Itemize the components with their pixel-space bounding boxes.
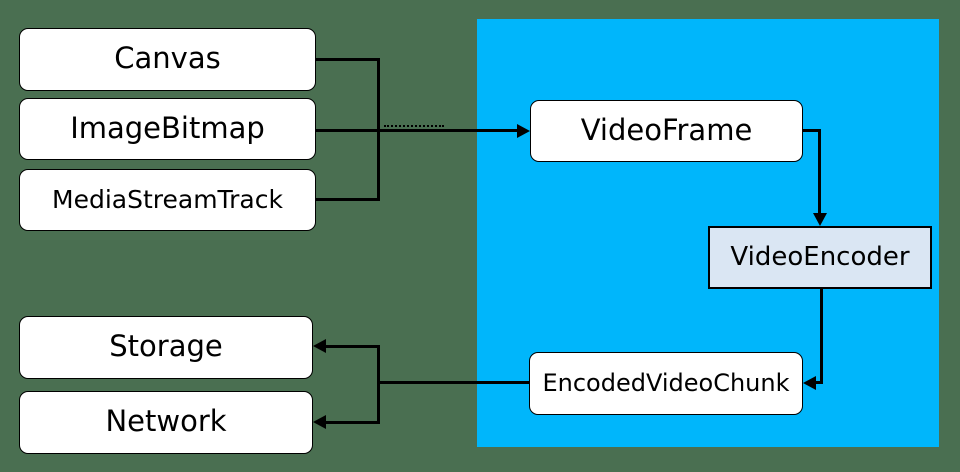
videoframe-node-label: VideoFrame: [580, 112, 753, 147]
arrowhead-into-network: [313, 415, 326, 429]
connector-junction-to-network: [326, 421, 380, 424]
arrowhead-into-videoframe: [517, 124, 530, 138]
storage-node-label: Storage: [109, 329, 223, 363]
connector-videoframe-to-videoencoder: [818, 129, 821, 214]
network-node: Network: [19, 391, 313, 454]
connector-dotted-overlay: [384, 125, 444, 127]
connector-videoencoder-to-chunk: [815, 381, 823, 384]
canvas-node: Canvas: [19, 28, 316, 91]
connector-videoframe-out-horizontal: [802, 129, 821, 132]
arrowhead-into-videoencoder: [813, 213, 827, 226]
encodedvideochunk-node-label: EncodedVideoChunk: [542, 368, 790, 397]
canvas-node-label: Canvas: [114, 41, 221, 75]
encodedvideochunk-node: EncodedVideoChunk: [529, 352, 803, 415]
mediastreamtrack-node: MediaStreamTrack: [19, 169, 316, 231]
connector-mediastreamtrack-to-junction: [316, 198, 380, 201]
connector-junction-to-storage: [326, 345, 380, 348]
connector-canvas-to-junction: [316, 58, 380, 61]
arrowhead-into-storage: [313, 339, 326, 353]
imagebitmap-node-label: ImageBitmap: [70, 110, 265, 145]
connector-output-junction-vertical: [377, 345, 380, 423]
network-node-label: Network: [105, 404, 227, 438]
imagebitmap-node: ImageBitmap: [19, 98, 316, 160]
storage-node: Storage: [19, 316, 313, 379]
connector-videoencoder-down: [820, 289, 823, 384]
arrowhead-into-encodedvideochunk: [803, 376, 816, 390]
mediastreamtrack-node-label: MediaStreamTrack: [52, 184, 283, 214]
videoencoder-node-label: VideoEncoder: [730, 241, 910, 272]
connector-chunk-out-horizontal: [378, 381, 530, 384]
videoframe-node: VideoFrame: [530, 100, 803, 162]
videoencoder-node: VideoEncoder: [708, 226, 932, 289]
connector-sources-to-videoframe: [316, 129, 518, 132]
